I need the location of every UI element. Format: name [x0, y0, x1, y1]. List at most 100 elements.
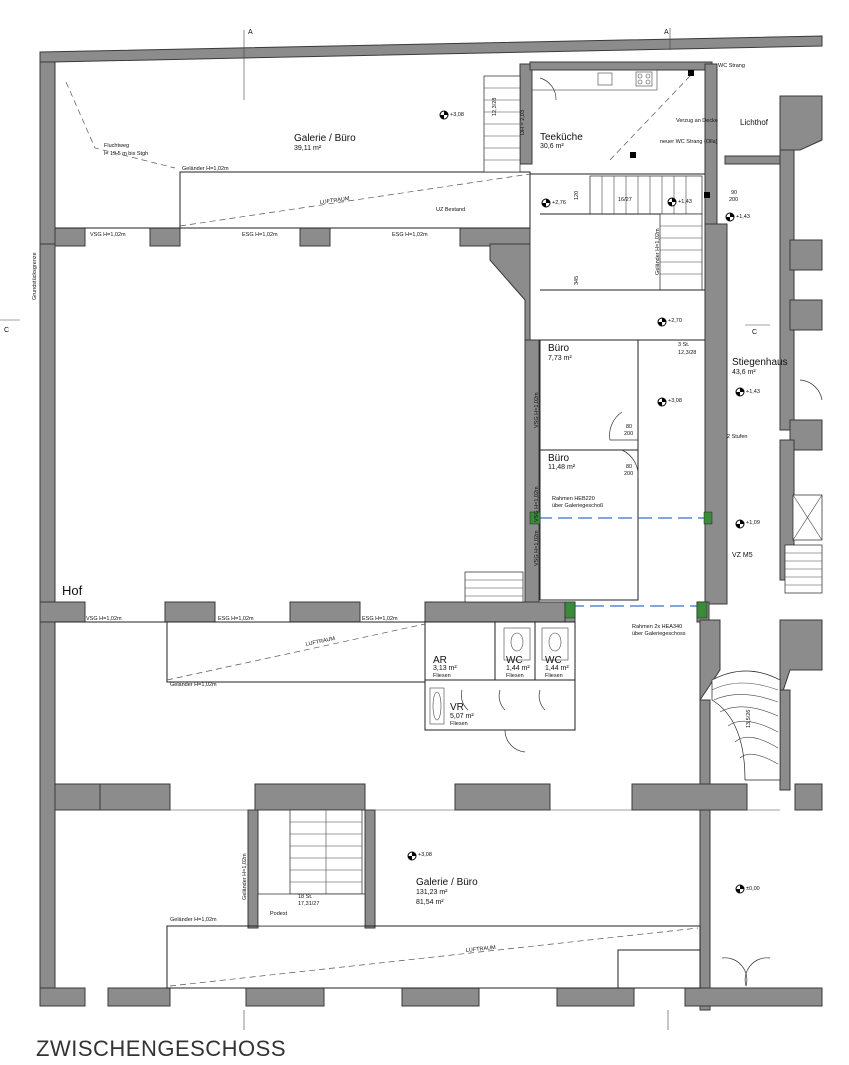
dimension-label: 80	[626, 424, 632, 430]
note-rahmen-hea-2: über Galeriegeschoss	[632, 631, 686, 637]
stair-note: 18 St.	[298, 894, 313, 900]
stairs	[257, 75, 823, 927]
label-hof: Hof	[62, 583, 83, 598]
label-lichthof: Lichthof	[740, 118, 769, 127]
level-label: +3,08	[418, 852, 432, 858]
railing-label: Geländer H=1,02m	[170, 682, 217, 688]
room-area-buero-2: 11,48 m²	[548, 464, 576, 471]
dimension-label: 345	[574, 276, 580, 285]
level-label: +1,09	[746, 520, 760, 526]
railing-label: Geländer H=1,02m	[182, 166, 229, 172]
note-rahmen-heb-2: über Galeriegeschoß	[552, 503, 604, 509]
room-name-wc-1: WC	[506, 655, 523, 666]
room-area-buero-1: 7,73 m²	[548, 355, 572, 362]
stair-note: 3 St.	[678, 342, 690, 348]
room-name-galerie-bottom: Galerie / Büro	[416, 877, 478, 888]
section-mark-label: A	[248, 29, 253, 36]
level-label: +2,76	[552, 200, 566, 206]
dimension-label: 80	[626, 464, 632, 470]
glazing-label: VSG H=1,02m	[534, 392, 540, 428]
room-area-vr: 5,07 m²	[450, 713, 474, 720]
room-name-buero-2: Büro	[548, 453, 570, 464]
stair-note: 12,3/28	[492, 98, 498, 116]
room-area-teekueche: 30,6 m²	[540, 143, 564, 150]
level-label: +1,43	[746, 389, 760, 395]
dimension-label: 120	[574, 191, 580, 200]
luftraum-diagonals	[65, 75, 699, 987]
room-area2-galerie-bottom: 81,54 m²	[416, 899, 444, 906]
labels: Galerie / Büro 39,11 m² Teeküche 30,6 m²…	[4, 29, 788, 954]
note-rahmen-hea: Rahmen 2x HEA340	[632, 624, 682, 630]
room-name-ar: AR	[433, 655, 447, 666]
dimension-label: 200	[729, 197, 738, 203]
room-name-vr: VR	[450, 702, 464, 713]
stair-note: 13,5/26	[746, 710, 752, 728]
room-name-buero-1: Büro	[548, 343, 570, 354]
note-vz-m5: VZ M5	[732, 552, 753, 559]
note-grundstuecksgrenze: Grundstücksgrenze	[32, 252, 38, 300]
room-area-stiegenhaus: 43,6 m²	[732, 369, 756, 376]
glazing-label: VSG H=1,02m	[534, 486, 540, 522]
room-name-wc-2: WC	[545, 655, 562, 666]
section-mark-label: A	[664, 29, 669, 36]
stair-note: 17,31/27	[298, 901, 319, 907]
note-2-stufen: 2 Stufen	[727, 434, 748, 440]
room-finish-wc-2: Fliesen	[545, 673, 563, 679]
room-area-galerie-bottom: 131,23 m²	[416, 889, 448, 896]
walls	[39, 35, 823, 1011]
glazing-label: VSG H=1,02m	[86, 616, 122, 622]
stair-note: 12,3/28	[678, 350, 696, 356]
glazing-label: ESG H=1,02m	[392, 232, 428, 238]
note-podest: Podest	[270, 911, 288, 917]
note-rahmen-heb: Rahmen HEB220	[552, 496, 595, 502]
note-wc-strang: WC Strang	[718, 63, 745, 69]
room-name-galerie-top: Galerie / Büro	[294, 133, 356, 144]
room-name-teekueche: Teeküche	[540, 132, 583, 143]
room-lines	[55, 171, 780, 989]
room-area-wc-1: 1,44 m²	[506, 665, 530, 672]
level-markers	[407, 110, 745, 894]
level-label: ±0,00	[746, 886, 760, 892]
railing-label: Geländer H=1,02m	[242, 853, 248, 900]
plan-title: ZWISCHENGESCHOSS	[36, 1036, 286, 1061]
room-finish-vr: Fliesen	[450, 721, 468, 727]
doors	[461, 77, 823, 987]
section-mark-label: C	[4, 327, 9, 334]
glazing-label: VSG H=1,02m	[534, 530, 540, 566]
luftraum-label: LUFTRAUM	[305, 636, 336, 648]
railing-label: Geländer H=1,02m	[655, 228, 661, 275]
room-finish-ar: Fliesen	[433, 673, 451, 679]
dimension-label: 90	[731, 190, 737, 196]
room-area-wc-2: 1,44 m²	[545, 665, 569, 672]
dimension-label: 200	[624, 431, 633, 437]
level-label: +1,43	[678, 199, 692, 205]
note-dh: DH = 2,03	[520, 110, 526, 135]
note-verzug: Verzug an Decke	[676, 118, 718, 124]
railing-label: Geländer H=1,02m	[170, 917, 217, 923]
glazing-label: ESG H=1,02m	[362, 616, 398, 622]
level-label: +3,08	[668, 398, 682, 404]
note-fluchtweg-length: l= 19,5 m bis Stgh	[104, 151, 148, 157]
steel-frames	[529, 511, 713, 619]
glazing-label: ESG H=1,02m	[242, 232, 278, 238]
note-neuer-wc: neuer WC Strang (Olla)	[660, 139, 718, 145]
stair-note: 16/27	[618, 197, 632, 203]
note-fluchtweg: Fluchtweg	[104, 143, 129, 149]
luftraum-label: LUFTRAUM	[466, 945, 497, 954]
level-label: +1,43	[736, 214, 750, 220]
level-label: +3,08	[450, 112, 464, 118]
room-area-galerie-top: 39,11 m²	[294, 145, 322, 152]
room-finish-wc-1: Fliesen	[506, 673, 524, 679]
room-area-ar: 3,13 m²	[433, 665, 457, 672]
section-mark-label: C	[752, 329, 757, 336]
dimension-label: 200	[624, 471, 633, 477]
note-uz-bestand: UZ Bestand	[436, 207, 465, 213]
fixtures	[429, 69, 710, 725]
glazing-label: ESG H=1,02m	[218, 616, 254, 622]
luftraum-label: LUFTRAUM	[319, 196, 350, 206]
room-name-stiegenhaus: Stiegenhaus	[732, 357, 788, 368]
level-label: +2,70	[668, 318, 682, 324]
glazing-label: VSG H=1,02m	[90, 232, 126, 238]
section-marks	[0, 28, 770, 1030]
